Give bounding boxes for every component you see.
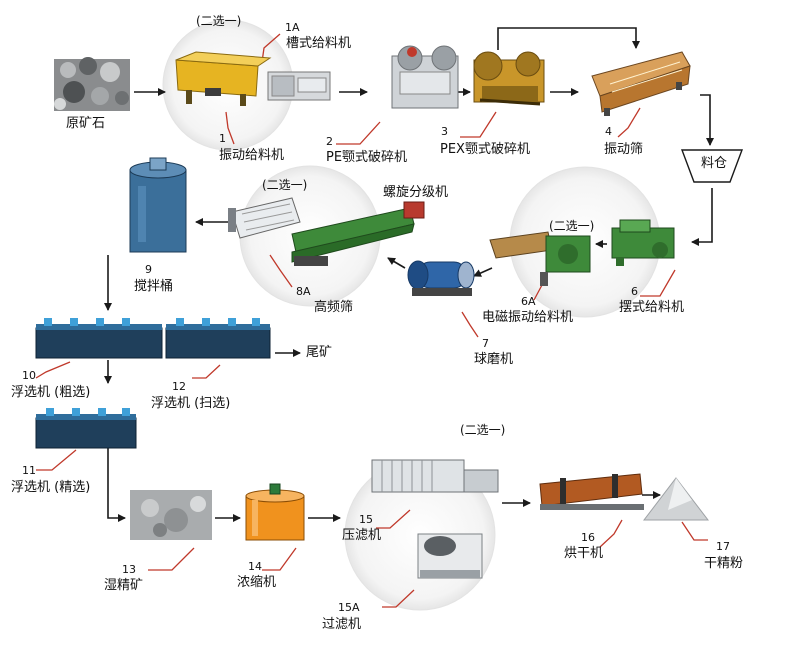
filter-press-label: 压滤机 (342, 528, 382, 543)
flotation-cleaner-image (35, 408, 137, 449)
pex-crusher-number: 3 (441, 125, 448, 138)
ore-bin-label: 料仓 (701, 156, 728, 171)
electromagnetic-feeder-number: 6A (521, 295, 536, 308)
disc-filter-label: 过滤机 (322, 617, 362, 632)
wet-concentrate-number: 13 (122, 563, 136, 576)
disc-filter-image (417, 533, 483, 579)
pe-crusher-label: PE颚式破碎机 (326, 150, 408, 165)
ore-bin-image (680, 149, 744, 183)
vibrating-feeder-image (175, 51, 272, 106)
agitation-tank-image (129, 157, 187, 253)
spiral-classifier-label: 螺旋分级机 (383, 185, 449, 200)
flotation-cleaner-number: 11 (22, 464, 36, 477)
vibrating-screen-number: 4 (605, 125, 612, 138)
dryer-label: 烘干机 (564, 546, 604, 561)
disc-filter-number: 15A (338, 601, 360, 614)
selection-group-4-label: (二选一) (460, 423, 506, 437)
selection-group-3-label: (二选一) (549, 219, 595, 233)
thickener-number: 14 (248, 560, 262, 573)
flotation-cleaner-label: 浮选机 (精选) (11, 480, 91, 495)
agitation-tank-number: 9 (145, 263, 152, 276)
pex-crusher-label: PEX颚式破碎机 (440, 142, 530, 157)
chute-feeder-image (267, 71, 331, 101)
flotation-rougher-label: 浮选机 (粗选) (11, 385, 91, 400)
flotation-scavenger-number: 12 (172, 380, 186, 393)
dry-powder-number: 17 (716, 540, 730, 553)
electromagnetic-feeder-label: 电磁振动给料机 (482, 310, 574, 325)
flotation-rougher-image (35, 318, 163, 359)
arrow-mill-to-spiral (387, 257, 406, 269)
thickener-image (245, 483, 305, 541)
arrow-cleaner-to-concentrate (107, 445, 126, 522)
agitation-tank-label: 搅拌桶 (134, 279, 174, 294)
arrow-pex-return (497, 27, 640, 50)
filter-press-number: 15 (359, 513, 373, 526)
dryer-number: 16 (581, 531, 595, 544)
pe-jaw-crusher-image (391, 45, 459, 109)
spiral-classifier-image (291, 201, 425, 266)
selection-group-2-label: (二选一) (262, 178, 308, 192)
ball-mill-number: 7 (482, 337, 489, 350)
ball-mill-image (407, 260, 475, 296)
wet-concentrate-image (130, 490, 212, 540)
vibrating-feeder-label: 振动给料机 (219, 148, 285, 163)
arrow-screen-to-bin (700, 94, 714, 146)
chute-feeder-label: 槽式给料机 (286, 36, 352, 51)
arrow-6a-to-mill (473, 267, 493, 277)
flotation-scavenger-image (165, 318, 271, 359)
thickener-label: 浓缩机 (237, 575, 277, 590)
raw-ore-image (54, 57, 130, 111)
ball-mill-label: 球磨机 (474, 352, 514, 367)
rotary-dryer-image (539, 473, 644, 510)
pendulum-feeder-number: 6 (631, 285, 638, 298)
hf-screen-label: 高频筛 (314, 300, 354, 315)
vibrating-screen-label: 振动筛 (604, 142, 644, 157)
dry-powder-label: 干精粉 (704, 556, 744, 571)
process-arrows (104, 27, 714, 522)
arrow-bin-to-feeder6 (691, 188, 713, 246)
flotation-rougher-number: 10 (22, 369, 36, 382)
selection-group-1-label: (二选一) (196, 14, 242, 28)
wet-concentrate-label: 湿精矿 (104, 578, 144, 593)
filter-press-image (371, 459, 499, 493)
flotation-scavenger-label: 浮选机 (扫选) (151, 396, 231, 411)
pendulum-feeder-label: 摆式给料机 (619, 300, 685, 315)
pex-jaw-crusher-image (473, 51, 545, 106)
raw-ore-label: 原矿石 (66, 116, 106, 131)
dry-powder-image (642, 477, 710, 521)
electromagnetic-feeder-image (489, 231, 591, 286)
chute-feeder-number: 1A (285, 21, 300, 34)
vibrating-feeder-number: 1 (219, 132, 226, 145)
tailings-label: 尾矿 (306, 345, 333, 360)
hf-screen-number: 8A (296, 285, 311, 298)
pe-crusher-number: 2 (326, 135, 333, 148)
vibrating-screen-image (591, 51, 691, 116)
high-frequency-screen-image (228, 197, 301, 239)
pendulum-feeder-image (611, 219, 675, 266)
